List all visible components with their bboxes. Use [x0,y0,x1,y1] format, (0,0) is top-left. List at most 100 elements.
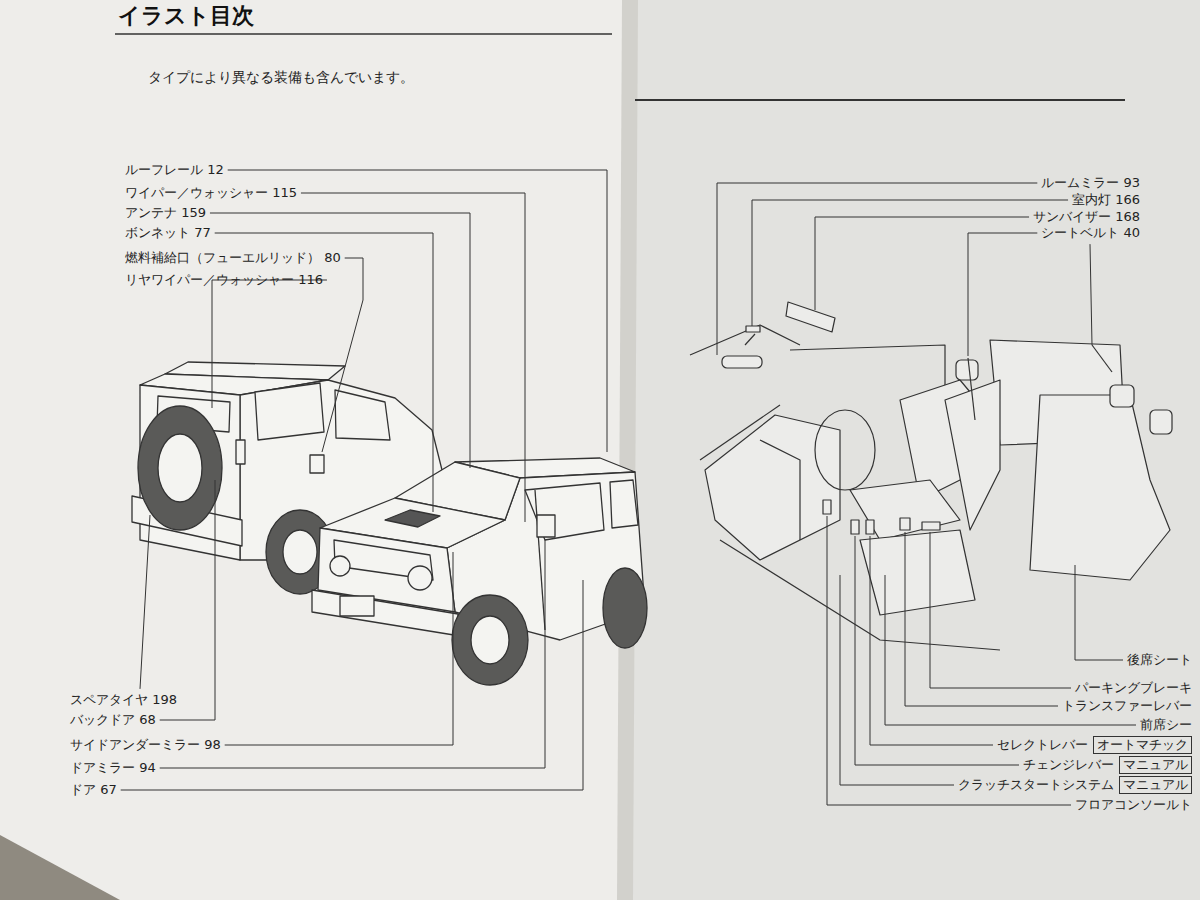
headrest [1150,410,1172,434]
car-wheel [603,568,647,648]
hood-scoop [385,510,440,527]
sun-visor [786,302,835,332]
callout-label: ドアミラー 94 [70,760,156,776]
leader-line [905,532,1058,706]
callout-label: ルームミラー 93 [1041,175,1140,191]
room-lamp [746,326,760,332]
lever [900,518,910,530]
license-plate [340,596,374,616]
callout-label: アンテナ 159 [125,205,206,221]
callout-label: ワイパー／ウォッシャー 115 [125,185,297,201]
callout-label: 後席シート [1127,652,1192,668]
leader-line [212,280,327,408]
callout-label: チェンジレバー [1023,757,1114,773]
steering-wheel [815,410,875,490]
front-car [312,458,647,685]
lever [866,520,874,534]
room-mirror [722,356,762,368]
leader-line [160,540,545,768]
spare-wheel [158,434,202,502]
rear-seat [1030,395,1170,580]
dashboard [705,415,840,560]
right-page [625,0,1200,900]
callout-label: 室内灯 166 [1072,192,1140,208]
tag-text: マニュアル [1123,757,1188,773]
tag-text: マニュアル [1123,777,1188,793]
car-window [610,480,638,528]
seat-belt [1092,345,1112,372]
door-seam [535,490,545,630]
page-spine [617,0,638,900]
leader-line [870,536,993,745]
callout-label: セレクトレバー [997,737,1088,753]
leader-line [225,552,453,745]
callout-label: バックドア 68 [70,712,156,728]
leader-line [160,480,215,720]
note-text: タイプにより異なる装備も含んでいます。 [148,69,414,87]
tail-lamp [236,440,245,464]
leader-line [752,200,1068,326]
car-wheel [452,595,528,685]
headrest [956,360,978,380]
leader-line [840,575,954,785]
leader-line [1090,244,1092,345]
callout-label: ボンネット 77 [125,225,211,241]
leader-line [322,258,363,452]
interior [690,302,1172,650]
leader-line [717,183,1037,355]
parking-brake [922,522,940,530]
page-title: イラスト目次 [118,2,254,30]
car-wheel-hub [471,616,509,664]
leader-line [815,217,1029,310]
callout-label: 燃料補給口（フューエルリッド） 80 [125,250,341,266]
car-bumper [312,590,460,636]
leader-line [121,580,583,790]
callout-label: パーキングブレーキ [1075,680,1192,696]
headlamp [330,556,350,576]
headrest [1110,385,1134,407]
callout-label: リヤワイパー／ウォッシャー 116 [125,272,323,288]
leader-line [968,233,1037,356]
leader-line [855,536,1019,765]
door-mirror [537,515,555,537]
center-panel [760,440,800,540]
mirror-stalk [745,334,755,345]
leader-line [140,515,150,689]
seat-cushion [860,530,975,615]
leader-line [228,170,607,452]
heading-rule [115,33,612,35]
callout-label: サイドアンダーミラー 98 [70,737,221,753]
callout-label: 前席シー [1140,717,1192,733]
heading-rule [635,99,1125,101]
spec-tag: マニュアル [1119,776,1192,794]
lever [823,500,831,514]
fuel-lid [310,455,324,473]
headlamp [408,566,432,590]
leader-line [301,193,525,522]
callout-label: クラッチスタートシステム [958,777,1114,793]
rear-car [132,362,442,594]
callout-label: フロアコンソールト [1075,797,1192,813]
left-page [0,0,630,900]
roof-edge [690,325,800,355]
callout-label: サンバイザー 168 [1033,209,1140,225]
lever [851,520,859,534]
car-window [335,390,390,440]
leader-line [930,532,1071,688]
leader-line [1075,565,1123,660]
callout-label: トランスファーレバー [1062,698,1192,714]
spare-tire [138,406,222,530]
spec-tag: マニュアル [1119,756,1192,774]
spec-tag: オートマチック [1093,736,1192,754]
seat-belt [968,358,975,420]
callout-label: スペアタイヤ 198 [70,692,177,708]
seat-cushion [850,480,960,540]
car-wheel-hub [283,530,317,574]
callout-label: ルーフレール 12 [125,162,224,178]
callout-label: シートベルト 40 [1041,225,1140,241]
tag-text: オートマチック [1097,737,1188,753]
car-window [255,383,324,440]
